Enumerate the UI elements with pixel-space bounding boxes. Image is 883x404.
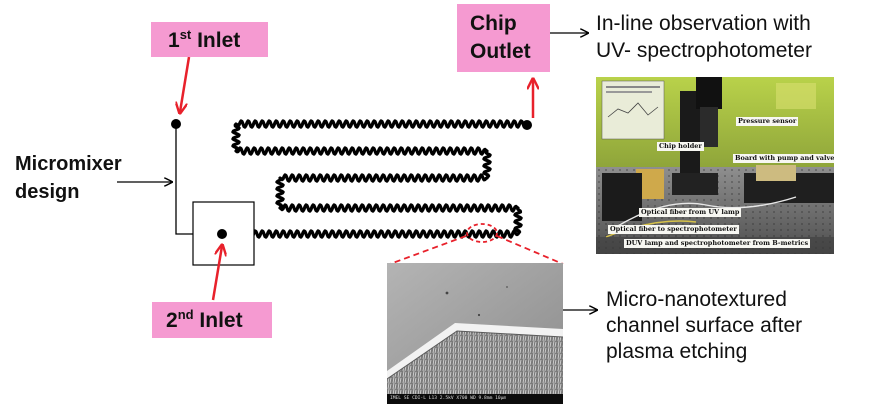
chip-outlet-line-2: Outlet <box>470 40 531 63</box>
inlet-1-port <box>171 119 181 129</box>
inlet-2-label: 2nd Inlet <box>152 302 272 338</box>
inlet-2-port <box>217 229 227 239</box>
chip-outlet-line-1: Chip <box>470 12 517 35</box>
micromixer-design-label: Micromixer design <box>15 150 122 206</box>
observation-line-2: UV- spectrophotometer <box>596 39 812 62</box>
micromixer-line-1: Micromixer <box>15 153 122 175</box>
inlet-1-red-arrow-icon <box>180 56 191 112</box>
inlet-1-number: 1 <box>168 29 180 52</box>
duv-label: DUV lamp and spectrophotometer from B-me… <box>624 239 811 248</box>
fiber-spectro-label: Optical fiber to spectrophotometer <box>608 225 739 234</box>
chip-outlet-label: Chip Outlet <box>457 4 550 72</box>
sem-image-artwork <box>387 263 563 394</box>
micromixer-line-2: design <box>15 181 80 203</box>
inlet-2-red-arrow-icon <box>211 246 222 301</box>
inlet-2-word: Inlet <box>199 309 243 332</box>
inlet-1-label: 1st Inlet <box>151 22 268 57</box>
surface-label: Micro-nanotextured channel surface after… <box>606 287 802 365</box>
zoom-callout-left-line <box>389 235 467 265</box>
observation-label: In-line observation with UV- spectrophot… <box>596 10 812 64</box>
surface-line-2: channel surface after <box>606 314 803 337</box>
outlet-port <box>522 120 532 130</box>
surface-line-3: plasma etching <box>606 340 748 363</box>
zoom-marker-dashed-ellipse-icon <box>466 223 498 243</box>
inlet-1-word: Inlet <box>197 29 241 52</box>
chip-holder-label: Chip holder <box>657 142 704 151</box>
pressure-sensor-label: Pressure sensor <box>736 117 799 126</box>
sem-info-bar: IMEL SE CDI-L L13 2.5kV X700 WD 9.8mm 10… <box>387 394 563 404</box>
sem-image: IMEL SE CDI-L L13 2.5kV X700 WD 9.8mm 10… <box>387 263 563 404</box>
setup-photo: Pressure sensor Chip holder Board with p… <box>596 77 834 254</box>
board-label: Board with pump and valves <box>733 154 834 163</box>
inlet-2-superscript: nd <box>177 307 194 322</box>
inlet-2-number: 2 <box>166 309 178 332</box>
surface-line-1: Micro-nanotextured <box>606 288 787 311</box>
inlet-connector-line <box>175 124 193 235</box>
observation-line-1: In-line observation with <box>596 12 811 35</box>
zoom-callout-right-line <box>496 235 564 265</box>
fiber-uv-label: Optical fiber from UV lamp <box>639 208 742 217</box>
serpentine-channel <box>221 119 528 239</box>
inlet-1-superscript: st <box>179 27 192 42</box>
